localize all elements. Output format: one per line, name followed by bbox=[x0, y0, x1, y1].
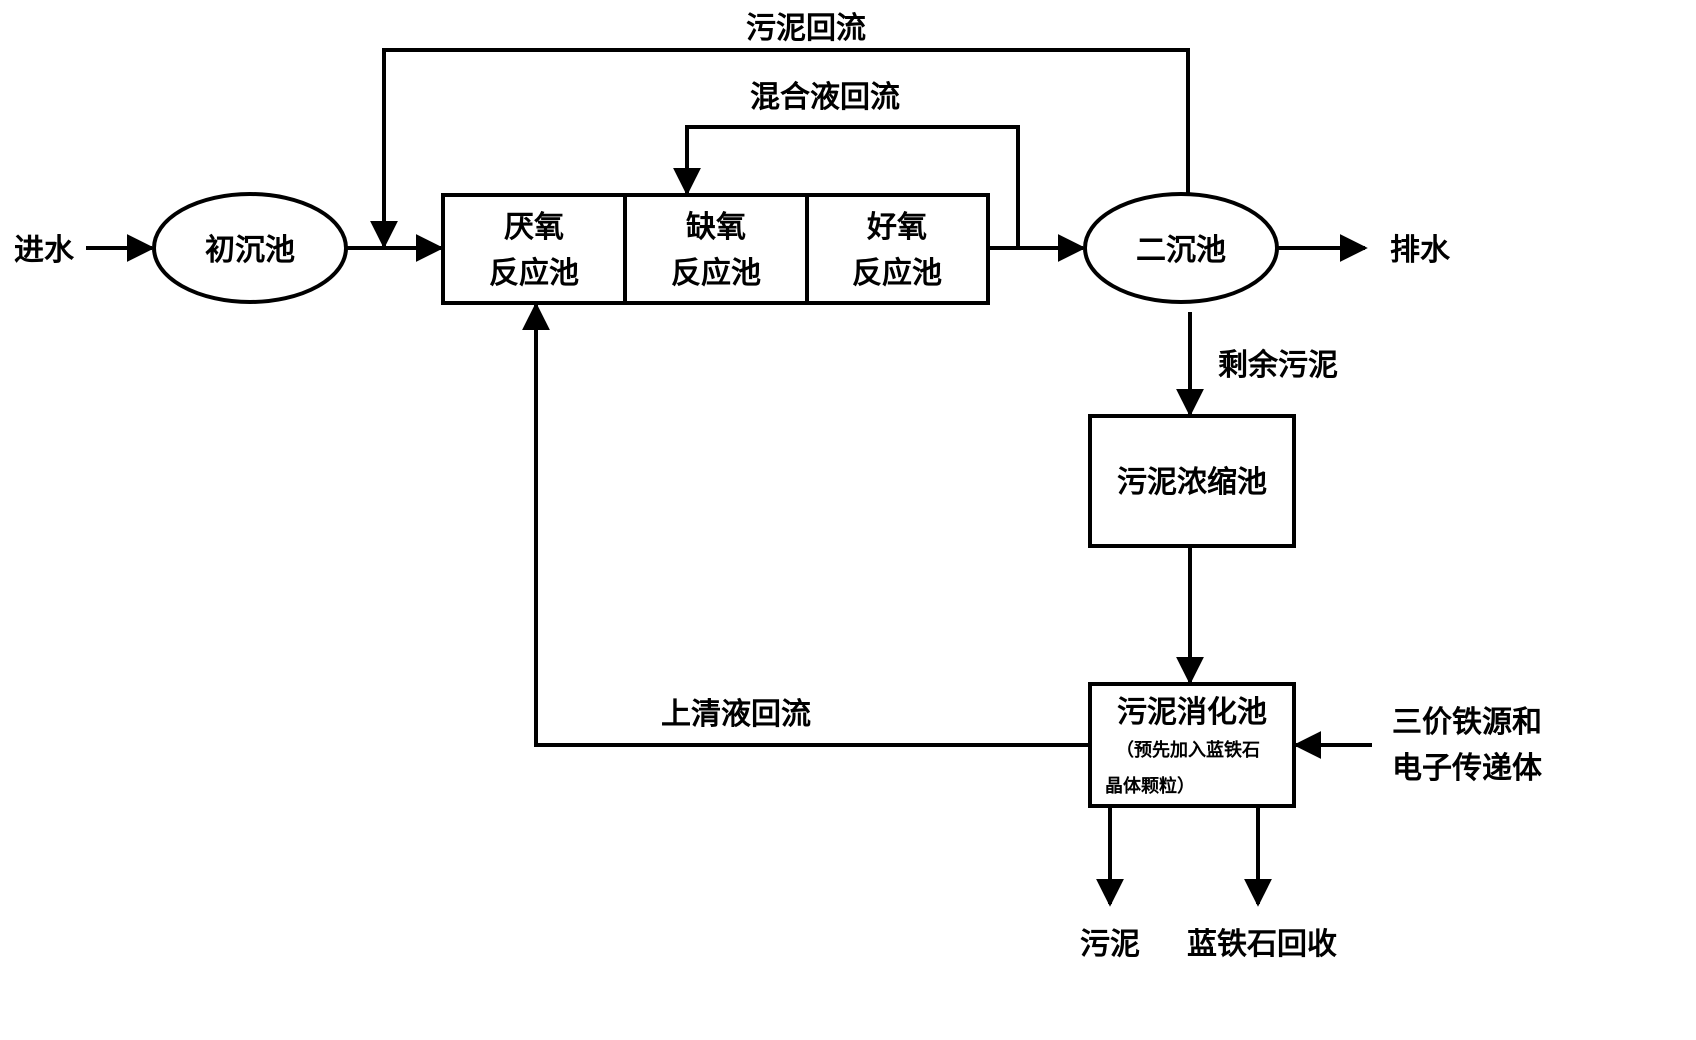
sludge-out-label: 污泥 bbox=[1080, 927, 1140, 962]
outflow-label: 排水 bbox=[1390, 233, 1451, 268]
aerobic-label-1: 好氧 bbox=[866, 210, 927, 245]
iron-source-label-2: 电子传递体 bbox=[1392, 751, 1543, 786]
iron-source-label-1: 三价铁源和 bbox=[1392, 705, 1542, 740]
inflow-label: 进水 bbox=[14, 233, 75, 268]
mixed-liquor-return-line bbox=[673, 125, 1020, 248]
process-flow-diagram: 进水 排水 初沉池 二沉池 污泥回流 混合液回流 厌氧 反应池 缺氧 反应池 好… bbox=[14, 11, 1543, 962]
anoxic-label-1: 缺氧 bbox=[686, 210, 746, 245]
supernatant-return-line bbox=[522, 302, 1090, 747]
vivianite-recovery-label: 蓝铁石回收 bbox=[1187, 927, 1337, 962]
sludge-return-label: 污泥回流 bbox=[746, 11, 866, 46]
digester-title: 污泥消化池 bbox=[1117, 695, 1267, 730]
aerobic-label-2: 反应池 bbox=[852, 256, 942, 291]
digester-note-2: 晶体颗粒） bbox=[1105, 775, 1195, 797]
mixed-liquor-return-label: 混合液回流 bbox=[750, 80, 900, 115]
supernatant-return-label: 上清液回流 bbox=[661, 697, 811, 732]
anoxic-label-2: 反应池 bbox=[671, 256, 761, 291]
anaerobic-label-2: 反应池 bbox=[489, 256, 579, 291]
secondary-clarifier-label: 二沉池 bbox=[1136, 233, 1226, 268]
excess-sludge-label: 剩余污泥 bbox=[1218, 348, 1338, 383]
anaerobic-label-1: 厌氧 bbox=[504, 210, 564, 245]
primary-clarifier-label: 初沉池 bbox=[205, 233, 295, 268]
sludge-return-line bbox=[370, 48, 1190, 249]
digester-note-1: （预先加入蓝铁石 bbox=[1116, 739, 1260, 761]
thickener-label: 污泥浓缩池 bbox=[1117, 465, 1267, 500]
